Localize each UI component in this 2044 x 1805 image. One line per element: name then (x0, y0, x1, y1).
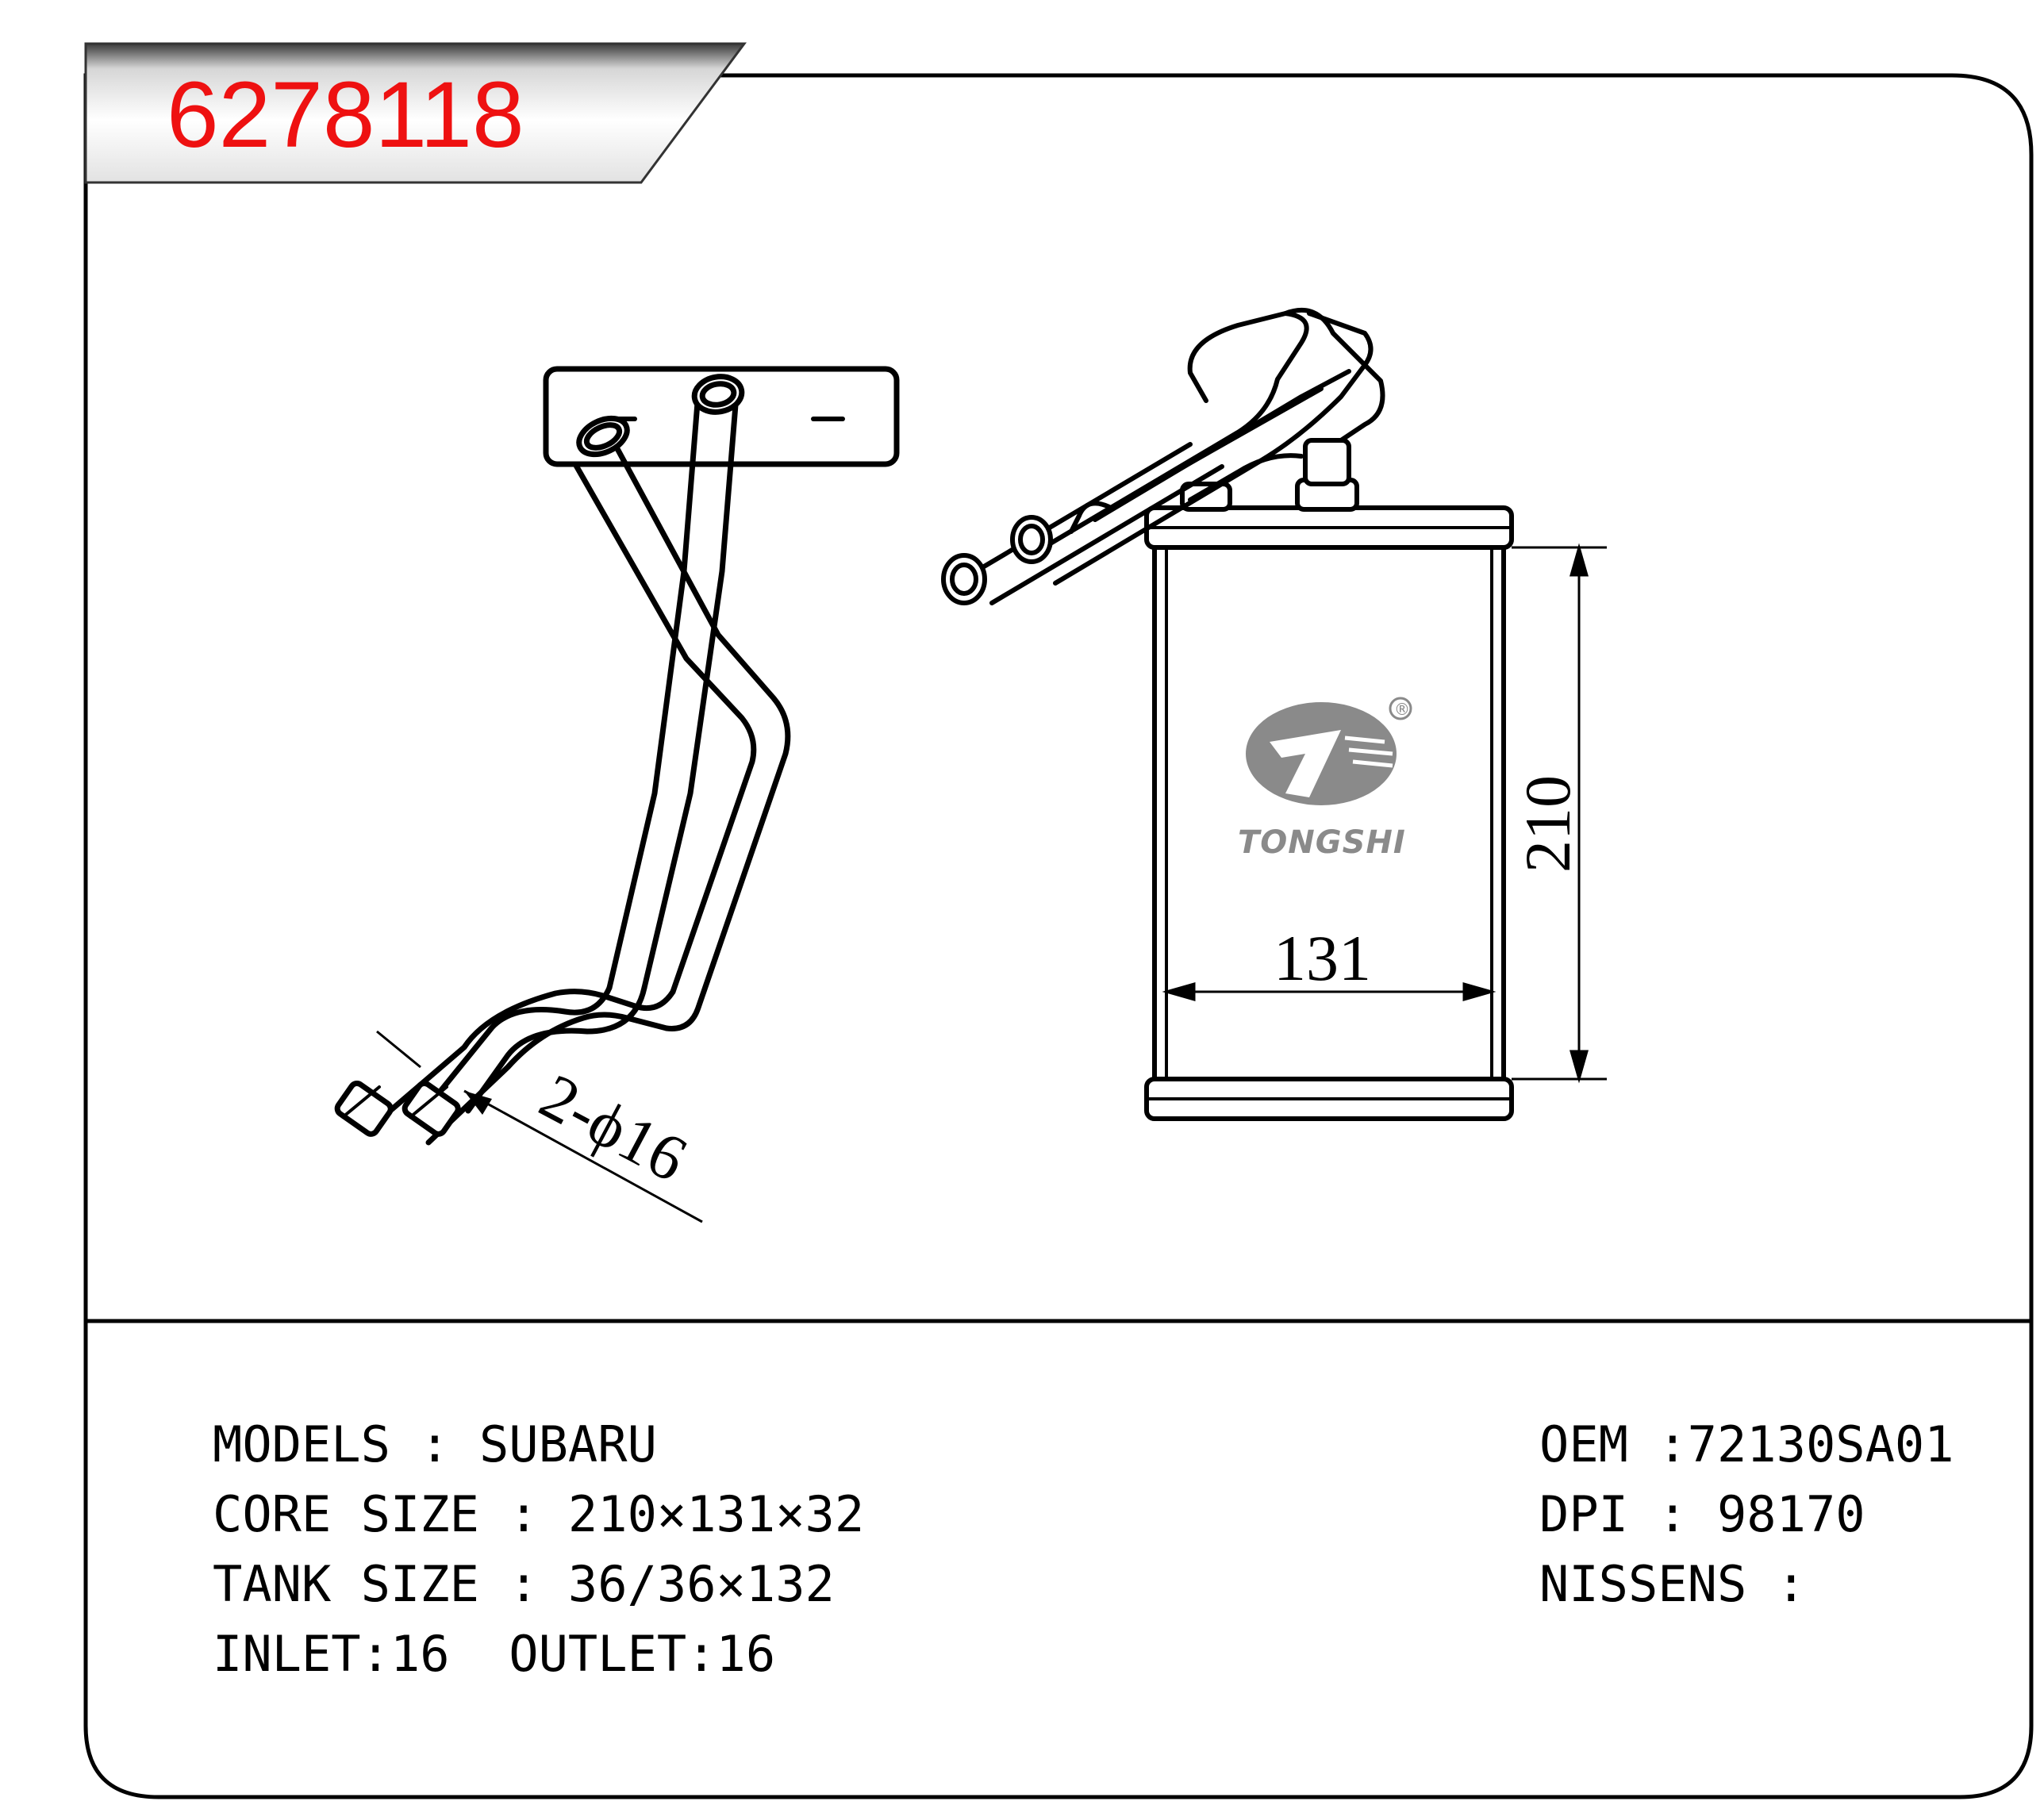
spec-models: MODELS : SUBARU (213, 1415, 657, 1473)
registered-mark: ® (1394, 700, 1410, 719)
pipe-b (421, 390, 740, 1114)
core-dimensions (1162, 543, 1607, 1084)
pipe-diameter-label: 2-ϕ16 (529, 1060, 699, 1196)
core-body (1152, 545, 1506, 1081)
flange-plate (543, 366, 900, 467)
pipe-a (378, 441, 791, 1146)
pipe-end-right (402, 1080, 461, 1137)
brand-logo: ® TONGSHI (1238, 697, 1412, 861)
core-height-label: 210 (1512, 775, 1584, 873)
brand-name: TONGSHI (1238, 824, 1406, 861)
part-number: 6278118 (167, 63, 524, 167)
outer-frame (83, 73, 2034, 1799)
top-pipes (974, 308, 1385, 605)
spec-tank-size: TANK SIZE : 36/36×132 (213, 1555, 835, 1613)
spec-nissens: NISSENS : (1539, 1555, 1806, 1613)
spec-core-size: CORE SIZE : 210×131×32 (213, 1485, 865, 1543)
core-width-label: 131 (1274, 922, 1371, 994)
pipe-side-view (334, 366, 900, 1146)
spec-inlet-outlet: INLET:16 OUTLET:16 (213, 1625, 776, 1683)
part-number-tab: 6278118 (84, 42, 747, 184)
heater-core-front-view (941, 308, 1514, 1121)
pipe-end-left (334, 1080, 394, 1137)
spec-oem: OEM :72130SA01 (1539, 1415, 1954, 1473)
spec-dpi: DPI : 98170 (1539, 1485, 1865, 1543)
